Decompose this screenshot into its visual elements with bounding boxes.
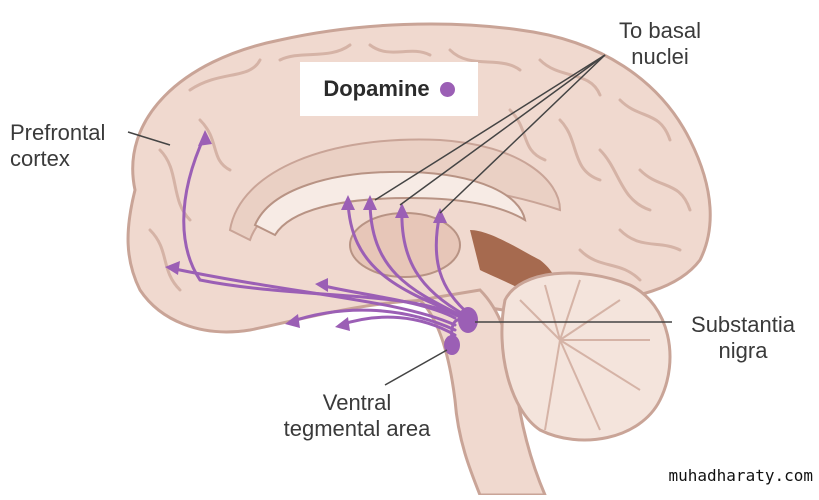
label-prefrontal: Prefrontal cortex bbox=[10, 120, 105, 172]
pathway-orbital bbox=[288, 308, 457, 332]
watermark: muhadharaty.com bbox=[668, 466, 814, 485]
label-ventral-line2: tegmental area bbox=[283, 416, 431, 441]
label-prefrontal-line2: cortex bbox=[10, 146, 70, 171]
label-basal-line2: nuclei bbox=[631, 44, 689, 69]
label-ventral-line1: Ventral bbox=[322, 390, 392, 415]
leader-lines bbox=[127, 54, 672, 386]
pathway-basal-2 bbox=[368, 198, 462, 317]
pathway-frontal-lower bbox=[168, 266, 457, 327]
pathway-ventral bbox=[338, 315, 457, 337]
pathway-mid bbox=[318, 283, 457, 320]
label-basal: To basal nuclei bbox=[605, 18, 715, 70]
label-ventral: Ventral tegmental area bbox=[272, 390, 442, 442]
label-prefrontal-line1: Prefrontal bbox=[10, 120, 106, 145]
label-substantia: Substantia nigra bbox=[678, 312, 808, 364]
label-basal-line1: To basal bbox=[619, 18, 701, 43]
label-substantia-line2: nigra bbox=[718, 338, 768, 363]
substantia-nigra-marker bbox=[458, 307, 478, 333]
arrowheads bbox=[165, 130, 447, 331]
dopamine-dot-icon bbox=[439, 81, 455, 97]
arbor-vitae bbox=[519, 279, 650, 431]
label-substantia-line1: Substantia bbox=[691, 312, 795, 337]
legend-label: Dopamine bbox=[323, 76, 430, 101]
pathway-basal-3 bbox=[400, 206, 467, 317]
pathway-basal-1 bbox=[346, 198, 462, 317]
pathway-basal-4 bbox=[434, 211, 472, 317]
corpus-callosum bbox=[253, 170, 527, 237]
ventral-tegmental-marker bbox=[444, 335, 460, 355]
legend-box: Dopamine bbox=[300, 62, 478, 116]
